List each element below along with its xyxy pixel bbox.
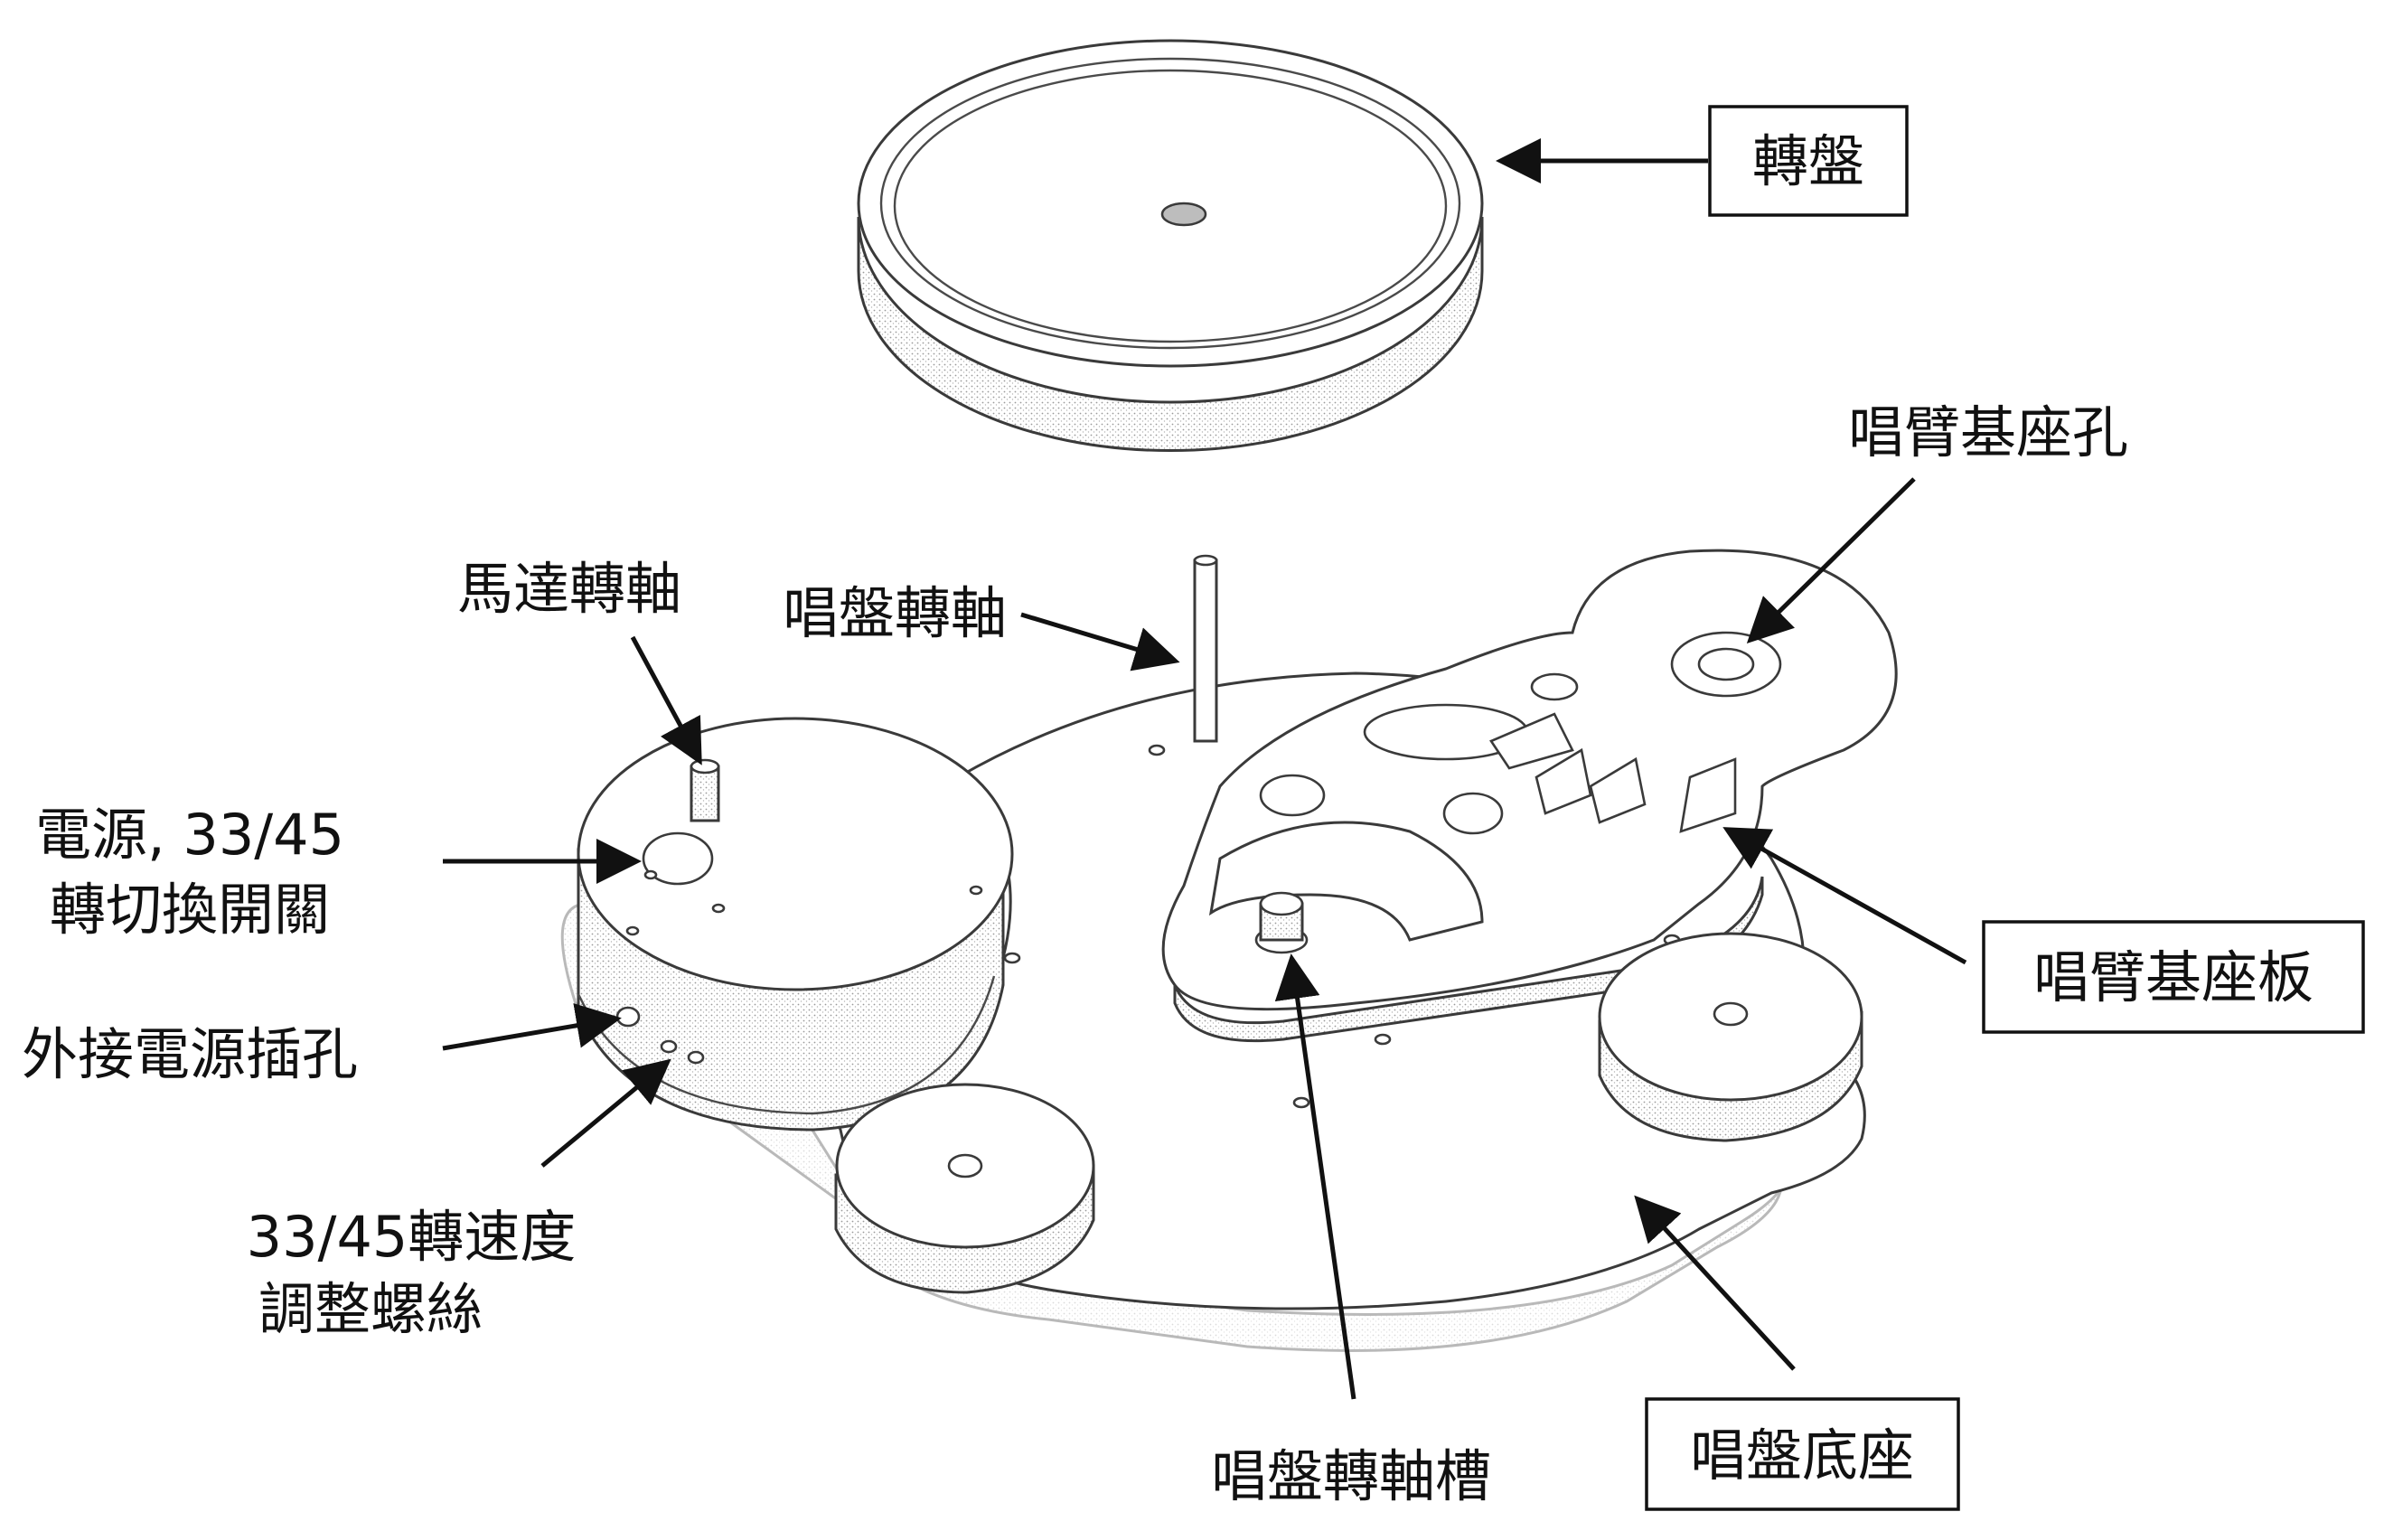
label-tonearm-base-plate-text: 唱臂基座板 xyxy=(2033,944,2314,1010)
platter-center-hole xyxy=(1160,202,1207,227)
right-foot xyxy=(1598,932,1863,1142)
power-speed-switch xyxy=(642,831,714,886)
arrow-dc-jack xyxy=(442,1003,622,1051)
label-tonearm-base-hole: 唱臂基座孔 xyxy=(1848,399,2128,465)
motor-housing xyxy=(577,717,1014,1132)
label-spindle-slot: 唱盤轉軸槽 xyxy=(1211,1443,1491,1509)
speed-screw-33 xyxy=(660,1039,678,1054)
label-tonearm-base-plate: 唱臂基座板 xyxy=(1982,920,2365,1034)
arrow-platter-spindle xyxy=(1020,612,1180,671)
label-platter: 轉盤 xyxy=(1708,105,1909,217)
arrow-tonearm-base-plate xyxy=(1722,827,1967,965)
label-power-switch-line1: 電源, 33/45 xyxy=(35,802,344,868)
speed-screw-45 xyxy=(687,1050,705,1065)
label-platter-spindle: 唱盤轉軸 xyxy=(783,580,1007,646)
motor-shaft xyxy=(690,765,720,822)
front-foot xyxy=(834,1083,1095,1294)
callout-arrows xyxy=(442,138,1967,1400)
tonearm-base-plate xyxy=(1161,549,1898,1043)
label-platter-text: 轉盤 xyxy=(1752,128,1864,194)
arrow-spindle-slot xyxy=(1274,953,1356,1400)
label-motor-shaft: 馬達轉軸 xyxy=(457,556,681,622)
label-speed-screw-line2: 調整螺絲 xyxy=(258,1276,483,1342)
arrow-turntable-base xyxy=(1634,1195,1796,1371)
dc-jack xyxy=(615,1006,641,1028)
label-power-switch-line2: 轉切換開關 xyxy=(50,877,330,943)
label-dc-jack: 外接電源插孔 xyxy=(22,1021,358,1087)
label-speed-screw-line1: 33/45轉速度 xyxy=(247,1204,577,1270)
label-turntable-base-text: 唱盤底座 xyxy=(1690,1423,1914,1488)
label-turntable-base: 唱盤底座 xyxy=(1645,1397,1960,1511)
arrow-speed-screw xyxy=(540,1058,671,1168)
arrow-motor-shaft xyxy=(630,635,702,765)
arrow-tonearm-base-hole xyxy=(1746,477,1916,644)
platter xyxy=(857,39,1484,453)
platter-spindle xyxy=(1193,554,1218,743)
